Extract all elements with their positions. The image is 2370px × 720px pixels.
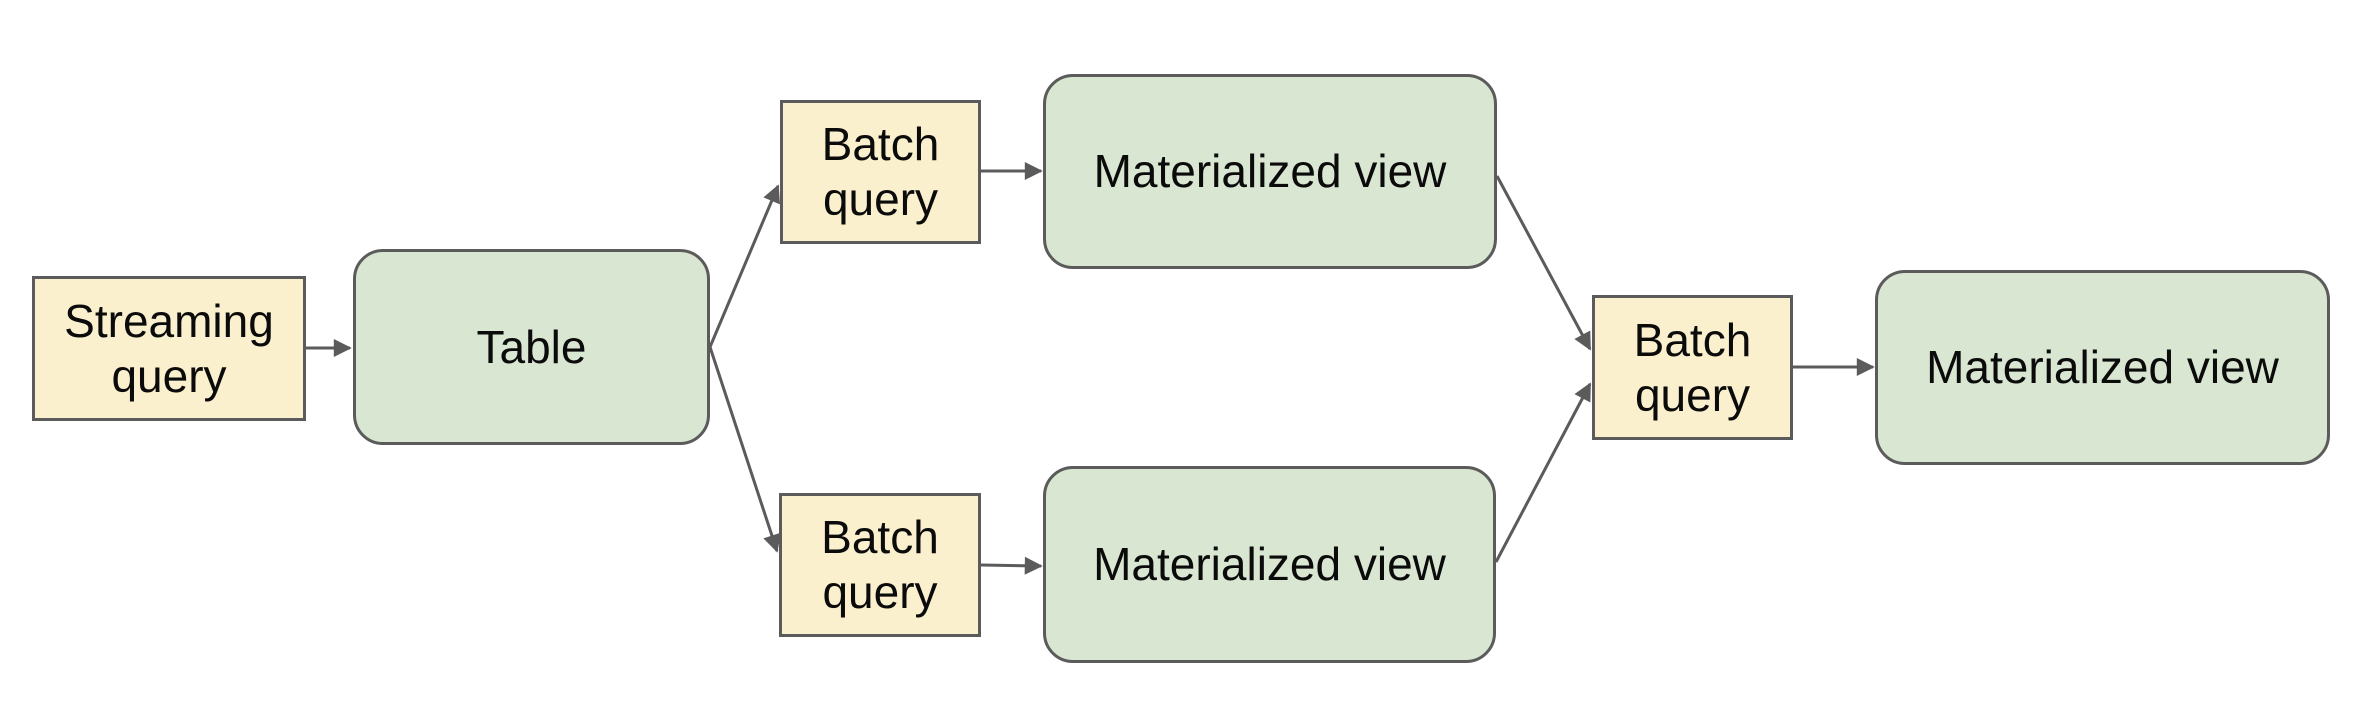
node-batch-query-top-label: Batch query xyxy=(821,118,940,225)
node-streaming-query-label: Streaming query xyxy=(64,294,274,402)
node-batch-query-bottom-label: Batch query xyxy=(821,511,939,618)
node-table-label: Table xyxy=(476,320,587,373)
node-materialized-view-bottom: Materialized view xyxy=(1043,466,1496,663)
arrow-materialized-view-bottom-to-batch-query-right xyxy=(1494,382,1592,563)
node-batch-query-bottom: Batch query xyxy=(779,493,981,637)
node-materialized-view-top-label: Materialized view xyxy=(1093,145,1447,197)
node-table: Table xyxy=(353,249,710,445)
node-materialized-view-right-label: Materialized view xyxy=(1926,341,2279,393)
node-batch-query-right: Batch query xyxy=(1592,295,1793,440)
arrow-batch-query-bottom-to-materialized-view-bottom xyxy=(980,556,1043,575)
node-streaming-query: Streaming query xyxy=(32,276,306,421)
node-batch-query-top: Batch query xyxy=(780,100,981,244)
arrow-table-to-batch-query-top xyxy=(708,184,780,348)
node-batch-query-right-label: Batch query xyxy=(1633,313,1752,421)
node-materialized-view-bottom-label: Materialized view xyxy=(1093,538,1446,590)
arrow-materialized-view-top-to-batch-query-right xyxy=(1495,175,1592,351)
node-materialized-view-top: Materialized view xyxy=(1043,74,1497,269)
node-materialized-view-right: Materialized view xyxy=(1875,270,2330,465)
arrow-table-to-batch-query-bottom xyxy=(708,346,781,553)
